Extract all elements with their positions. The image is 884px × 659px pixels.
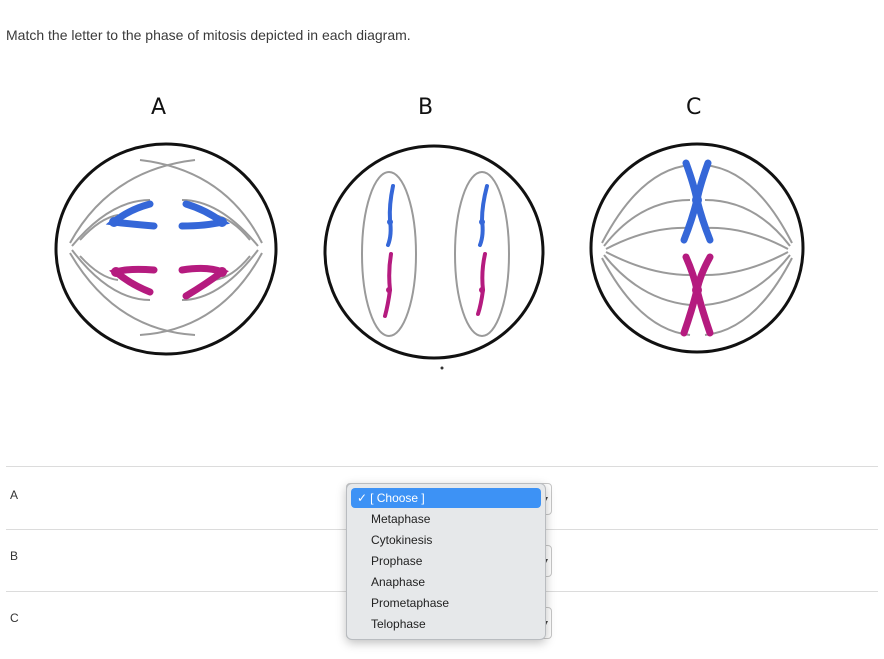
dropdown-option-prophase[interactable]: Prophase <box>371 554 423 568</box>
question-prompt: Match the letter to the phase of mitosis… <box>6 27 411 43</box>
diagram-a <box>54 142 278 356</box>
row-label-c: C <box>10 611 19 625</box>
diagram-label-b: B <box>418 95 434 120</box>
row-divider <box>6 466 878 467</box>
chevron-down-icon <box>544 497 548 501</box>
dropdown-option-anaphase[interactable]: Anaphase <box>371 575 426 589</box>
mitosis-diagrams <box>54 142 805 370</box>
checkmark-icon: ✓ <box>357 491 368 505</box>
diagram-c <box>589 142 805 354</box>
diagram-label-a: A <box>151 95 167 120</box>
dropdown-option-telophase[interactable]: Telophase <box>371 617 426 631</box>
dropdown-option-metaphase[interactable]: Metaphase <box>371 512 431 526</box>
diagram-b <box>323 144 545 370</box>
row-label-a: A <box>10 488 19 502</box>
dropdown-option-cytokinesis[interactable]: Cytokinesis <box>371 533 433 547</box>
chevron-down-icon <box>544 621 548 625</box>
chevron-down-icon <box>544 559 548 563</box>
dropdown-option-prometaphase[interactable]: Prometaphase <box>371 596 450 610</box>
row-label-b: B <box>10 549 19 563</box>
dropdown-option-choose[interactable]: ✓[ Choose ] <box>351 488 541 508</box>
dropdown-option-label: [ Choose ] <box>370 491 425 505</box>
diagram-label-c: C <box>686 95 702 120</box>
phase-dropdown-menu[interactable]: ✓[ Choose ] Metaphase Cytokinesis Propha… <box>346 483 546 640</box>
